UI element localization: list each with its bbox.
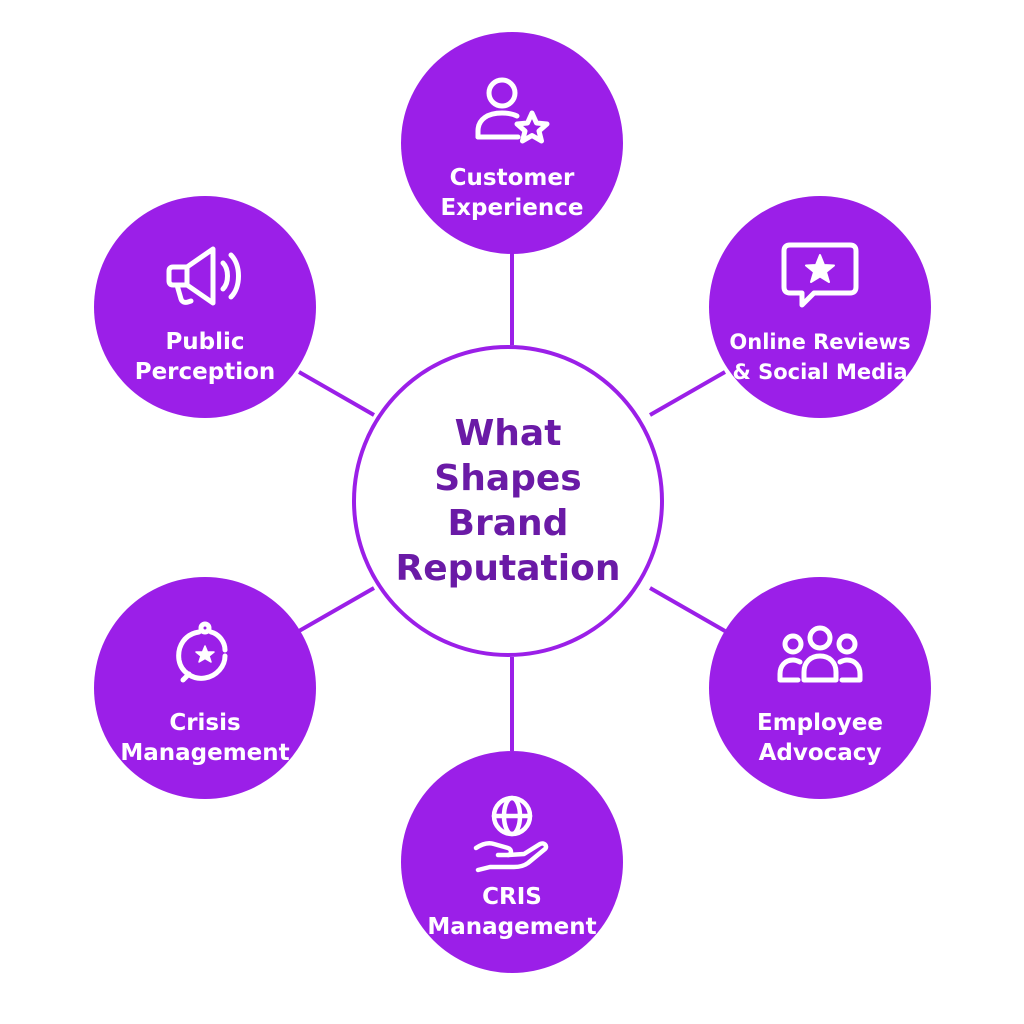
node-crisis-management: Crisis Management: [94, 577, 316, 799]
node-customer-experience: Customer Experience: [401, 32, 623, 254]
node-label: Customer Experience: [440, 165, 584, 221]
globe-hand-icon: [473, 795, 549, 873]
center-title: What Shapes Brand Reputation: [395, 413, 621, 589]
people-group-icon: [777, 625, 863, 683]
node-label: Employee Advocacy: [756, 710, 884, 766]
node-label: Crisis Management: [120, 710, 290, 766]
node-employee-advocacy: Employee Advocacy: [709, 577, 931, 799]
connector-crisis-management: [298, 586, 375, 633]
node-label: Online Reviews & Social Media: [729, 330, 911, 384]
connector-employee-advocacy: [649, 586, 726, 633]
node-label: Public Perception: [134, 329, 276, 385]
node-online-reviews-social-media: Online Reviews & Social Media: [709, 196, 931, 418]
node-label: CRIS Management: [427, 884, 597, 940]
center-hub: What Shapes Brand Reputation: [352, 345, 664, 657]
megaphone-icon: [166, 246, 241, 306]
person-star-icon: [475, 77, 550, 144]
connector-online-reviews: [649, 370, 726, 417]
node-cris-management: CRIS Management: [401, 751, 623, 973]
crisis-cycle-icon: [176, 621, 228, 683]
chat-star-icon: [781, 242, 859, 308]
connector-public-perception: [298, 370, 375, 417]
node-public-perception: Public Perception: [94, 196, 316, 418]
